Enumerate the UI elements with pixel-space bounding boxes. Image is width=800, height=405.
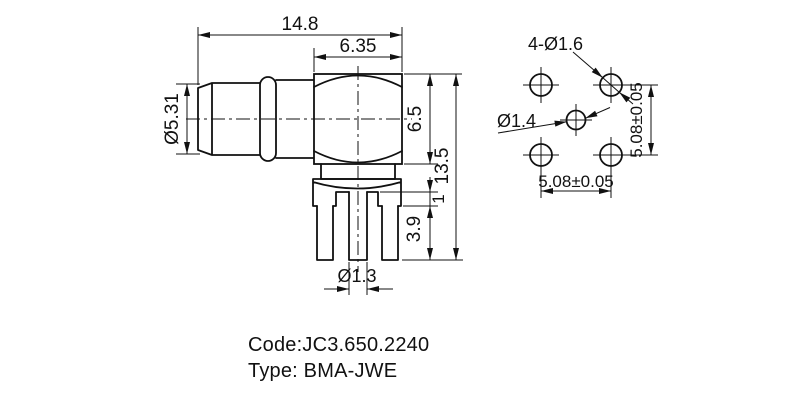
side-view-centerlines [186,66,412,272]
label-center-hole: Ø1.4 [497,111,536,131]
dim-overall-height: 13.5 [432,148,453,185]
part-code: Code:JC3.650.2240 [248,334,429,356]
left-pin [316,205,334,261]
dim-65-extensions [404,73,462,165]
footprint-dimensions [541,85,654,194]
hole-crosshairs [523,67,658,198]
mounting-hole-top-right [599,73,623,97]
dim-pin-diameter: Ø1.3 [337,266,376,286]
side-view-dimensions [176,27,463,295]
label-corner-holes: 4-Ø1.6 [528,34,583,54]
right-pin [381,205,399,261]
mounting-hole-bottom-left [529,143,553,167]
title-block: Code:JC3.650.2240 Type: BMA-JWE [248,334,429,382]
dim-horizontal-pitch: 5.08±0.05 [538,172,614,191]
mounting-hole-bottom-right [599,143,623,167]
dim-flange-step: 1 [429,194,448,203]
dim-body-height: 6.5 [405,106,426,132]
dim-vertical-pitch: 5.08±0.05 [627,82,646,158]
dim-barrel-diameter: Ø5.31 [162,93,183,145]
footprint-leaders [497,51,634,134]
footprint-view: 4-Ø1.6 Ø1.4 5.08±0.05 5.08±0.05 [497,34,658,198]
mounting-holes [529,73,623,167]
connector-outline [197,73,403,261]
part-type: Type: BMA-JWE [248,360,397,382]
leader-center-hole [497,120,567,134]
dim-overall-width: 14.8 [282,14,319,35]
dim-interface-width: 6.35 [340,36,377,57]
dim-pin-length: 3.9 [404,216,425,242]
center-pin-hole [565,109,587,131]
mounting-hole-top-left [529,73,553,97]
leader-corner-holes [572,51,604,79]
side-view: 14.8 6.35 Ø5.31 6.5 13.5 1 3.9 Ø1.3 [162,14,463,295]
